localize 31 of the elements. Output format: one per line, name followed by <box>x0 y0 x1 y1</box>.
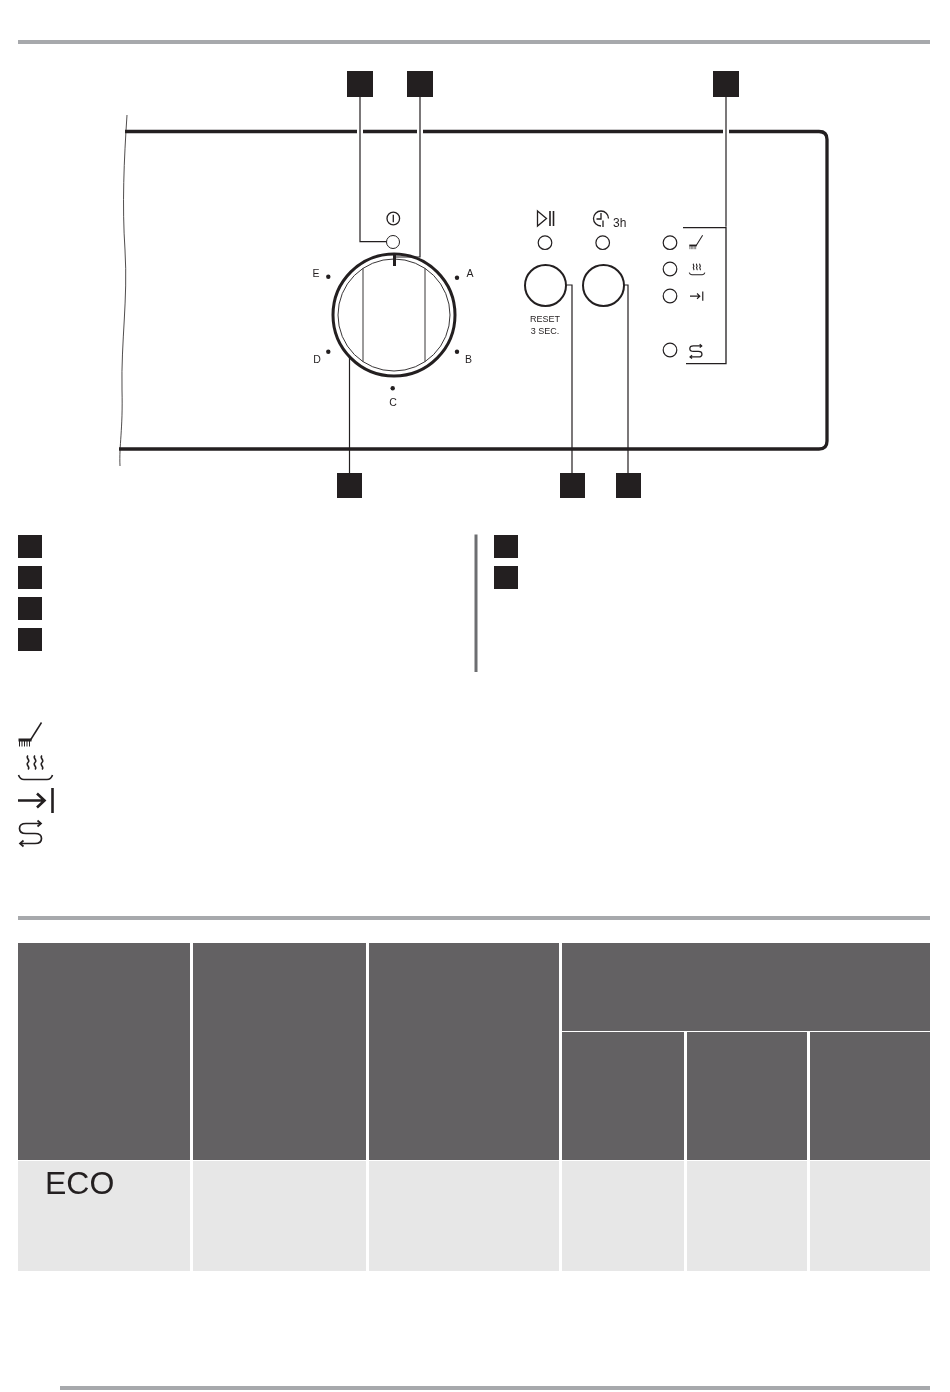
callout-marker <box>18 566 42 589</box>
dial-position-label: D <box>313 353 321 365</box>
callout-marker <box>494 535 518 558</box>
push-button <box>581 263 625 307</box>
leader-line <box>394 96 421 258</box>
dial-position-label: A <box>466 267 474 279</box>
callout-marker <box>615 473 641 498</box>
hours-label: 3h <box>613 216 627 229</box>
leader-line <box>623 284 629 474</box>
callout-marker <box>18 597 42 620</box>
leader-line <box>725 96 727 228</box>
callout-marker <box>18 535 42 558</box>
rotary-knob <box>330 251 458 379</box>
bracket <box>683 226 727 365</box>
dial-position-label: B <box>465 353 472 365</box>
dial-position-label: C <box>389 396 397 408</box>
callout-marker <box>18 628 42 651</box>
callout-marker <box>494 566 518 589</box>
callout-marker <box>407 71 433 97</box>
dial-position-label: E <box>312 267 320 279</box>
push-button <box>523 263 567 307</box>
callout-marker <box>337 473 362 498</box>
callout-marker <box>713 71 739 97</box>
callout-marker <box>347 71 373 97</box>
button-caption: RESET 3 SEC. <box>529 313 561 337</box>
leader-line <box>565 284 573 474</box>
callout-marker <box>559 473 585 498</box>
leader-line <box>348 356 351 474</box>
row-label: ECO <box>45 1167 115 1199</box>
leader-line <box>359 96 387 243</box>
knob-pointer <box>392 254 396 266</box>
